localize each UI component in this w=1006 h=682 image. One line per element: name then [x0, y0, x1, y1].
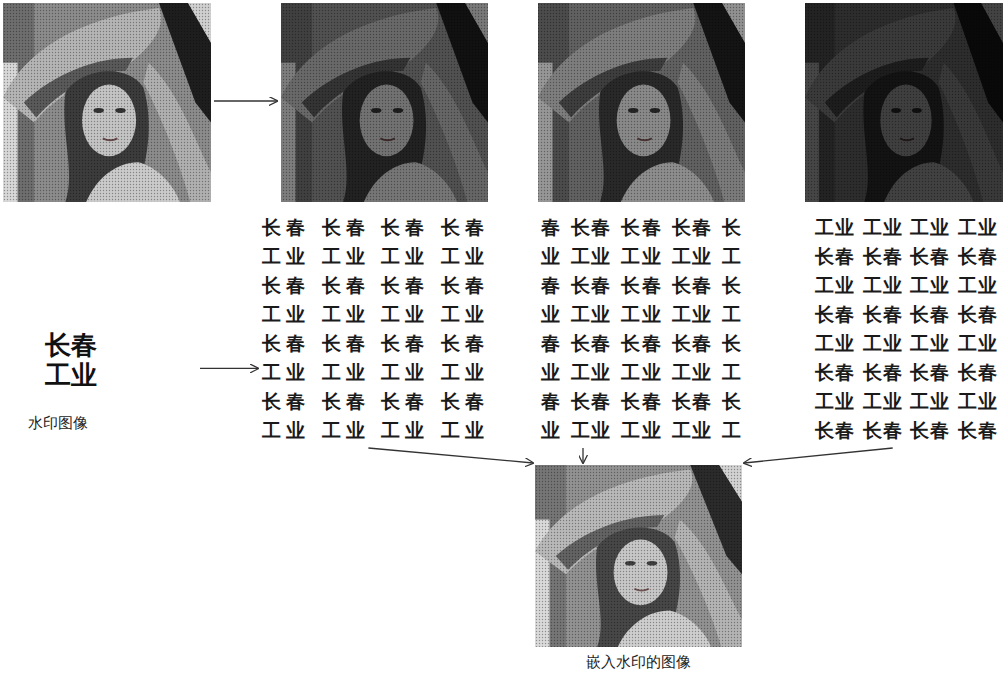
grid-line: 业 工业 工业 工业 工 [541, 416, 741, 445]
caption: 水印图像 [28, 414, 200, 432]
tiled-watermark-grid: 春 长春 长春 长春 长业 工业 工业 工业 工春 长春 长春 长春 长业 工业… [537, 213, 745, 445]
flow-arrow [368, 448, 533, 463]
grid-line: 长春 长春 长春 长春 [262, 213, 484, 242]
grid-line: 工业 工业 工业 工业 [815, 387, 997, 416]
grid-line: 长春 长春 长春 长春 [262, 387, 484, 416]
grid-line: 工业 工业 工业 工业 [815, 213, 997, 242]
grid-line: 春 长春 长春 长春 长 [541, 213, 741, 242]
grid-line: 业 工业 工业 工业 工 [541, 300, 741, 329]
grid-line: 春 长春 长春 长春 长 [541, 387, 741, 416]
flow-arrow [200, 368, 258, 369]
grid-line: 工业 工业 工业 工业 [815, 271, 997, 300]
watermarked-image-node: 嵌入水印的图像 [535, 465, 742, 671]
grid-line: 长春 长春 长春 长春 [815, 300, 997, 329]
grid-line: 工业 工业 工业 工业 [262, 416, 484, 445]
watermark-node: 长春 工业水印图像 [20, 330, 200, 432]
grid-line: 工业 工业 工业 工业 [262, 300, 484, 329]
watermark-text: 长春 工业 [40, 330, 102, 390]
grid-line: 工业 工业 工业 工业 [262, 358, 484, 387]
grid-line: 业 工业 工业 工业 工 [541, 358, 741, 387]
channel-image [805, 3, 1003, 202]
grid-line: 工业 工业 工业 工业 [262, 242, 484, 271]
source-image [3, 3, 211, 202]
grid-line: 长春 长春 长春 长春 [815, 242, 997, 271]
channel-image [538, 3, 745, 202]
grid-line: 工业 工业 工业 工业 [815, 329, 997, 358]
grid-line: 业 工业 工业 工业 工 [541, 242, 741, 271]
channel-image [281, 3, 488, 202]
grid-line: 长春 长春 长春 长春 [262, 271, 484, 300]
tiled-watermark-grid: 工业 工业 工业 工业长春 长春 长春 长春工业 工业 工业 工业长春 长春 长… [811, 213, 1001, 445]
grid-line: 长春 长春 长春 长春 [262, 329, 484, 358]
grid-line: 春 长春 长春 长春 长 [541, 329, 741, 358]
grid-line: 长春 长春 长春 长春 [815, 358, 997, 387]
watermarked-image [535, 465, 742, 647]
grid-line: 春 长春 长春 长春 长 [541, 271, 741, 300]
split-arrow [214, 100, 277, 101]
tiled-watermark-grid: 长春 长春 长春 长春工业 工业 工业 工业长春 长春 长春 长春工业 工业 工… [258, 213, 488, 445]
caption: 嵌入水印的图像 [535, 653, 742, 671]
flow-arrow [744, 448, 893, 463]
grid-line: 长春 长春 长春 长春 [815, 416, 997, 445]
flow-arrow [582, 448, 583, 463]
